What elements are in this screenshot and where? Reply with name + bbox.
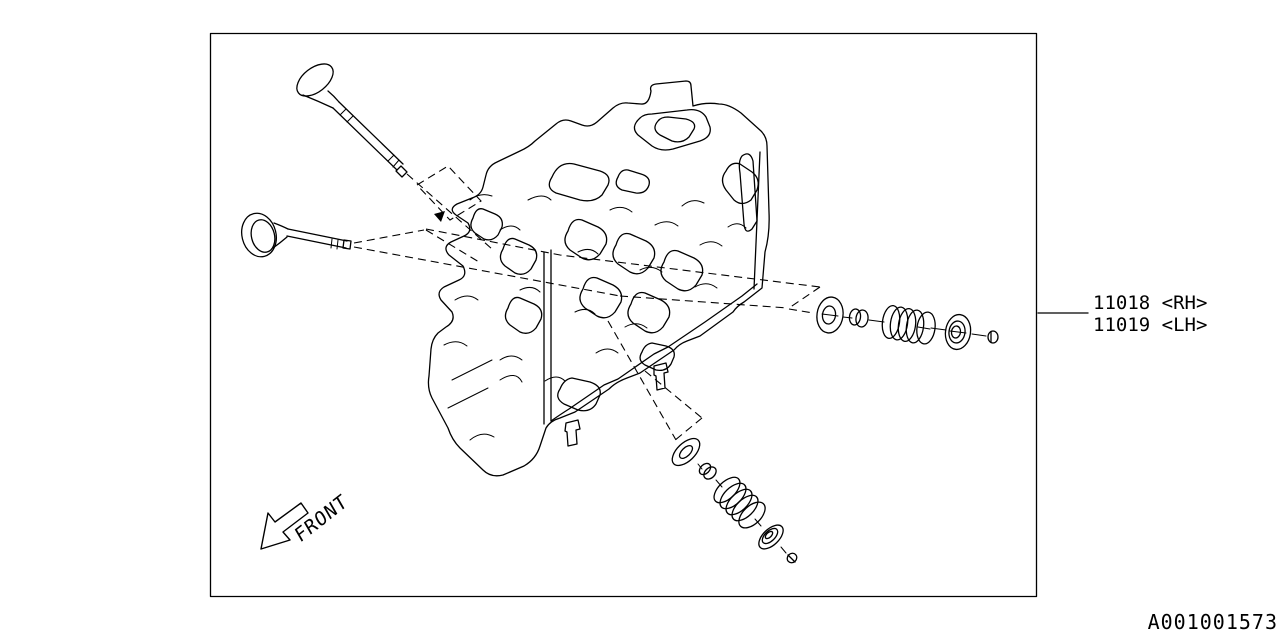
front-arrow-icon: [260, 502, 309, 550]
exhaust-valve: [296, 63, 493, 250]
valve-head: [241, 212, 277, 258]
valve-spring-assembly-bottom: [607, 320, 798, 564]
head-outline: [427, 80, 770, 477]
head-stud: [564, 419, 581, 447]
head-deck-edge: [550, 283, 758, 422]
part-number-callout: 11018 <RH> 11019 <LH>: [1037, 292, 1207, 336]
valve-spring-assembly-right: [816, 296, 999, 351]
spring-retainer: [758, 524, 784, 550]
valve-head: [296, 63, 334, 97]
valve-spring: [881, 304, 936, 345]
valve-stem-tip: [395, 165, 408, 178]
valve-stem: [286, 228, 348, 249]
valve-keeper: [786, 552, 798, 564]
guide-projection-dashed: [644, 370, 703, 442]
valve-stem: [332, 101, 404, 171]
spring-retainer: [944, 313, 972, 351]
head-center-rib: [543, 249, 552, 425]
guide-projection-dashed: [416, 165, 482, 221]
part-number-rh: 11018 <RH>: [1093, 292, 1207, 314]
spring-seat-washer: [816, 296, 844, 334]
valve-stem-tip: [342, 239, 352, 250]
casting-detail-lines: [443, 194, 747, 382]
center-line-ticks: [697, 463, 787, 554]
drawing-border: [209, 32, 1038, 598]
spring-seat-washer: [671, 437, 701, 467]
diagram-code: A001001573: [1148, 610, 1278, 634]
valve-keeper: [987, 330, 999, 344]
head-stud: [653, 362, 669, 391]
valve-stem-seal: [848, 308, 862, 326]
valve-axis-dashed: [406, 173, 493, 250]
part-number-lh: 11019 <LH>: [1093, 314, 1207, 336]
cylinder-head-drawing: [427, 80, 770, 477]
valve-stem-seal: [698, 462, 712, 476]
center-line-dashed: [607, 320, 677, 441]
valve-axis-dashed: [353, 228, 821, 314]
front-direction-mark: FRONT: [260, 489, 351, 550]
projection-arrowhead: [434, 211, 445, 222]
valve-spring: [713, 476, 766, 529]
intake-valve: [241, 212, 821, 314]
